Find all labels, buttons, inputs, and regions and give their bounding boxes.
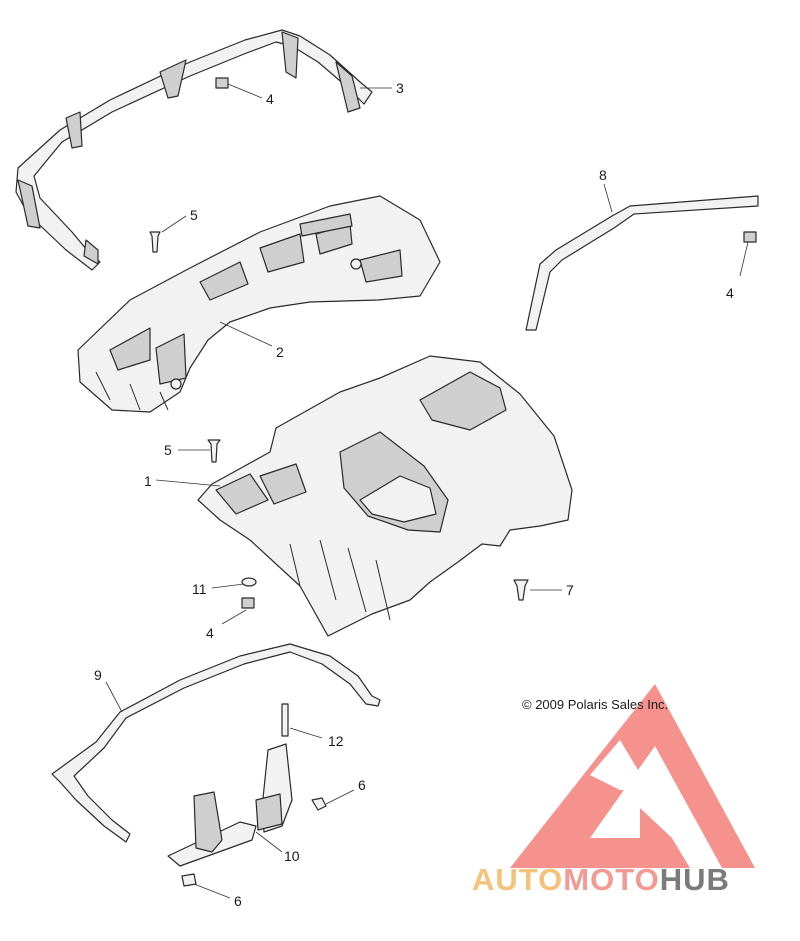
rear-rack-rail [15,29,373,271]
bolt-icon [149,231,161,253]
callout-10: 10 [284,848,300,864]
watermark-hub: HUB [660,862,730,897]
nut-icon [743,231,757,243]
copyright-text: © 2009 Polaris Sales Inc. [522,697,668,712]
callout-4: 4 [726,285,734,301]
nut-icon [215,77,229,89]
callout-4: 4 [206,625,214,641]
callout-11: 11 [192,581,207,597]
callout-1: 1 [144,473,152,489]
callout-4: 4 [266,91,274,107]
rear-fender [197,355,573,637]
watermark-moto: MOTO [563,862,659,897]
callout-5: 5 [164,442,172,458]
leader-lines [105,83,749,899]
watermark-auto: AUTO [472,862,563,897]
washer-icon [241,577,257,587]
callout-8: 8 [599,167,607,183]
hardware-items [149,77,757,887]
bolt-icon [311,797,327,811]
hitch-bracket [167,743,293,867]
callout-3: 3 [396,80,404,96]
rear-rack-panel [77,195,441,413]
lower-bumper-rail [51,643,381,843]
callout-2: 2 [276,344,284,360]
callout-5: 5 [190,207,198,223]
bolt-icon [207,439,221,463]
watermark-logo-icon [510,684,755,868]
callout-6: 6 [234,893,242,909]
push-rivet-icon [513,579,529,601]
callout-12: 12 [328,733,344,749]
side-rail-bar [525,195,759,331]
watermark-text: AUTOMOTOHUB [472,862,730,897]
bolt-icon [181,873,197,887]
nut-icon [241,597,255,609]
callout-7: 7 [566,582,574,598]
pin-icon [281,703,289,737]
callout-6: 6 [358,777,366,793]
callout-9: 9 [94,667,102,683]
